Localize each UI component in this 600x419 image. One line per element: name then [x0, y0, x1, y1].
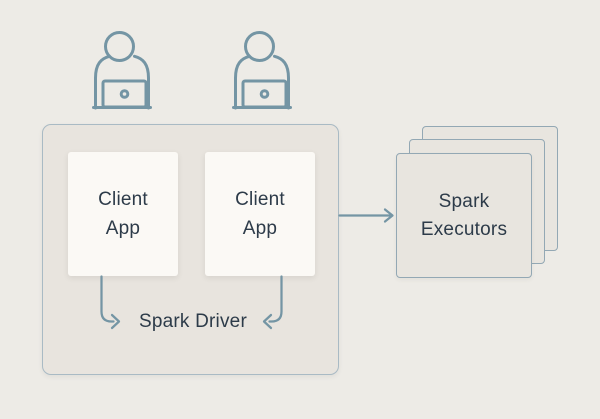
spark-driver-label: Spark Driver — [139, 311, 247, 332]
client-app-label: Client App — [235, 189, 285, 239]
arrow-driver-to-executors-icon — [338, 208, 394, 223]
client-app-label: Client App — [98, 189, 148, 239]
spark-executors-node: Spark Executors — [396, 153, 532, 278]
client-app-node-1: Client App — [68, 152, 178, 276]
spark-driver-label-wrap: Spark Driver — [120, 307, 266, 337]
client-app-node-2: Client App — [205, 152, 315, 276]
user-icon — [92, 31, 152, 110]
user-icon — [232, 31, 292, 110]
spark-executors-label: Spark Executors — [420, 190, 508, 240]
